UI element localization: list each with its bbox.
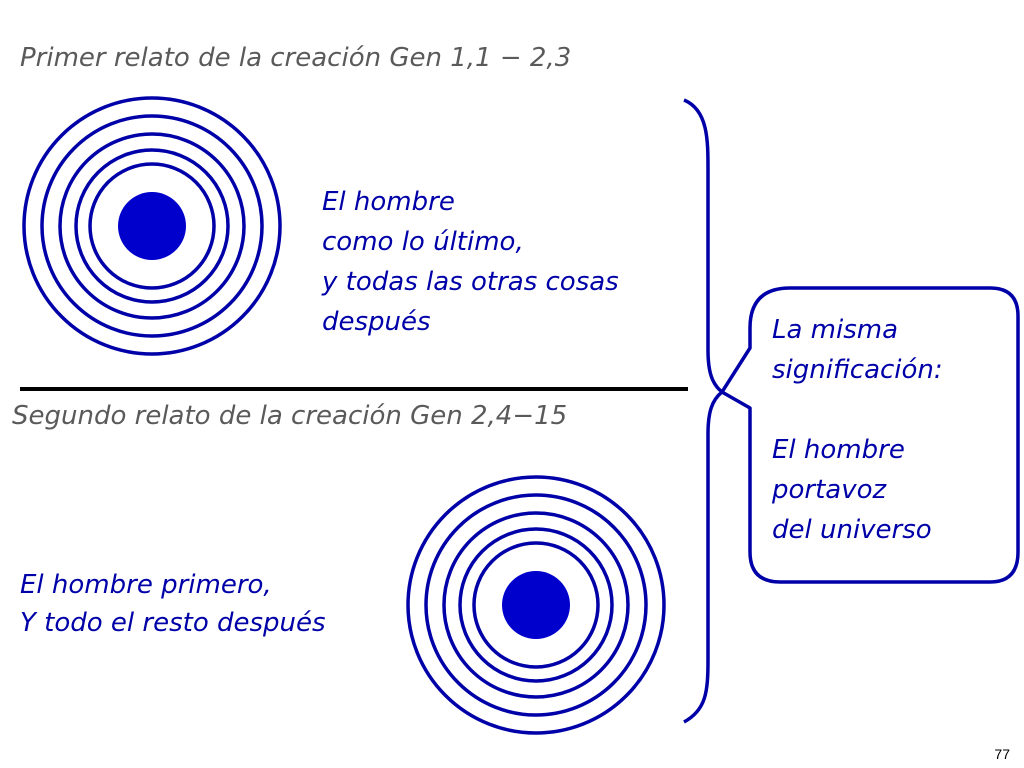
concentric-circles-first-account — [22, 96, 282, 356]
ring-circle — [40, 114, 264, 338]
slide-number: 77 — [994, 746, 1010, 762]
callout-line: significación: — [772, 355, 943, 385]
second-account-description: El hombre primero, Y todo el resto despu… — [20, 566, 326, 642]
callout-bubble — [720, 286, 1020, 584]
first-account-title: Primer relato de la creación Gen 1,1 − 2… — [20, 43, 572, 73]
callout-line: portavoz — [772, 475, 887, 505]
ring-circle — [458, 527, 614, 683]
ring-circle — [22, 96, 282, 356]
ring-circle — [424, 493, 648, 717]
concentric-circles-second-account — [406, 475, 666, 735]
ring-circle — [88, 162, 216, 290]
first-account-description: El hombre como lo último, y todas las ot… — [322, 182, 619, 342]
first-account-line: después — [322, 307, 431, 337]
section-divider — [20, 387, 688, 391]
first-account-line: y todas las otras cosas — [322, 267, 619, 297]
callout-line: La misma — [772, 315, 899, 345]
ring-circle — [74, 148, 230, 304]
ring-circle — [442, 511, 630, 699]
second-account-line: Y todo el resto después — [20, 608, 326, 638]
second-account-line: El hombre primero, — [20, 570, 272, 600]
ring-circle — [58, 132, 246, 320]
callout-line — [772, 390, 943, 430]
callout-line: El hombre — [772, 435, 905, 465]
second-account-title: Segundo relato de la creación Gen 2,4−15 — [12, 401, 568, 431]
callout-text: La misma significación: El hombre portav… — [772, 310, 943, 550]
first-account-line: El hombre — [322, 187, 455, 217]
center-dot — [502, 571, 570, 639]
first-account-line: como lo último, — [322, 227, 524, 257]
ring-circle — [472, 541, 600, 669]
ring-circle — [406, 475, 666, 735]
curly-brace — [683, 98, 724, 724]
callout-line: del universo — [772, 515, 932, 545]
center-dot — [118, 192, 186, 260]
